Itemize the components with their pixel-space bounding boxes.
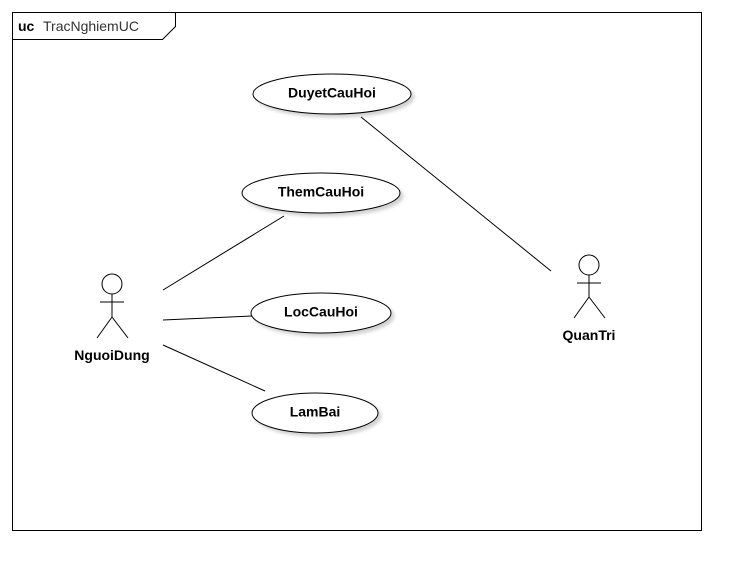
actor-quantri[interactable]: QuanTri xyxy=(563,254,616,343)
association-nguoidung-loccauhoi xyxy=(162,315,253,321)
use-case-duyetcauhoi[interactable]: DuyetCauHoi xyxy=(252,73,412,115)
use-case-ellipse xyxy=(252,73,412,115)
associations xyxy=(162,116,552,392)
use-case-label: LocCauHoi xyxy=(284,304,358,320)
frame-title: TracNghiemUC xyxy=(43,18,139,34)
association-nguoidung-themcauhoi xyxy=(162,215,285,291)
use-case-ellipse xyxy=(241,172,401,214)
frame-keyword: uc xyxy=(18,18,35,34)
frame-tab xyxy=(12,12,176,40)
stick-figure-icon xyxy=(573,254,606,319)
association-nguoidung-lambai xyxy=(162,344,266,392)
use-case-loccauhoi[interactable]: LocCauHoi xyxy=(250,292,392,334)
use-case-lambai[interactable]: LamBai xyxy=(251,392,379,434)
use-case-ellipse xyxy=(251,392,379,434)
use-case-label: LamBai xyxy=(290,404,341,420)
use-case-themcauhoi[interactable]: ThemCauHoi xyxy=(241,172,401,214)
use-case-ellipse xyxy=(250,292,392,334)
actor-label: NguoiDung xyxy=(74,347,149,363)
actor-nguoidung[interactable]: NguoiDung xyxy=(74,273,150,363)
association-quantri-duyetcauhoi xyxy=(360,116,552,272)
use-case-label: DuyetCauHoi xyxy=(288,85,376,101)
stick-figure-icon xyxy=(96,273,129,339)
use-case-label: ThemCauHoi xyxy=(278,184,364,200)
actor-label: QuanTri xyxy=(563,327,616,343)
